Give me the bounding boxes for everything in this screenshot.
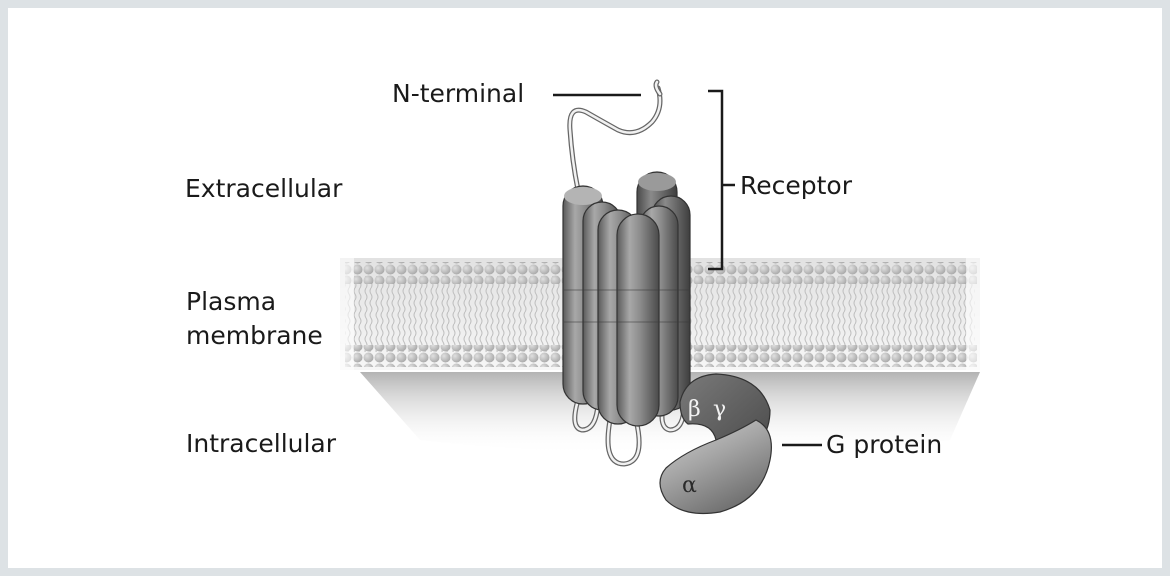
label-receptor: Receptor xyxy=(740,170,852,201)
gamma-symbol: γ xyxy=(713,397,726,422)
label-extracellular: Extracellular xyxy=(185,173,342,204)
label-plasma-line1: Plasma xyxy=(186,286,276,317)
receptor-bracket xyxy=(708,91,722,269)
label-n-terminal: N-terminal xyxy=(392,78,524,109)
label-g-protein: G protein xyxy=(826,429,942,460)
beta-symbol: β xyxy=(688,397,701,422)
label-plasma-line2: membrane xyxy=(186,320,323,351)
alpha-symbol: α xyxy=(682,473,697,498)
helix-5 xyxy=(617,214,659,426)
label-intracellular: Intracellular xyxy=(186,428,336,459)
